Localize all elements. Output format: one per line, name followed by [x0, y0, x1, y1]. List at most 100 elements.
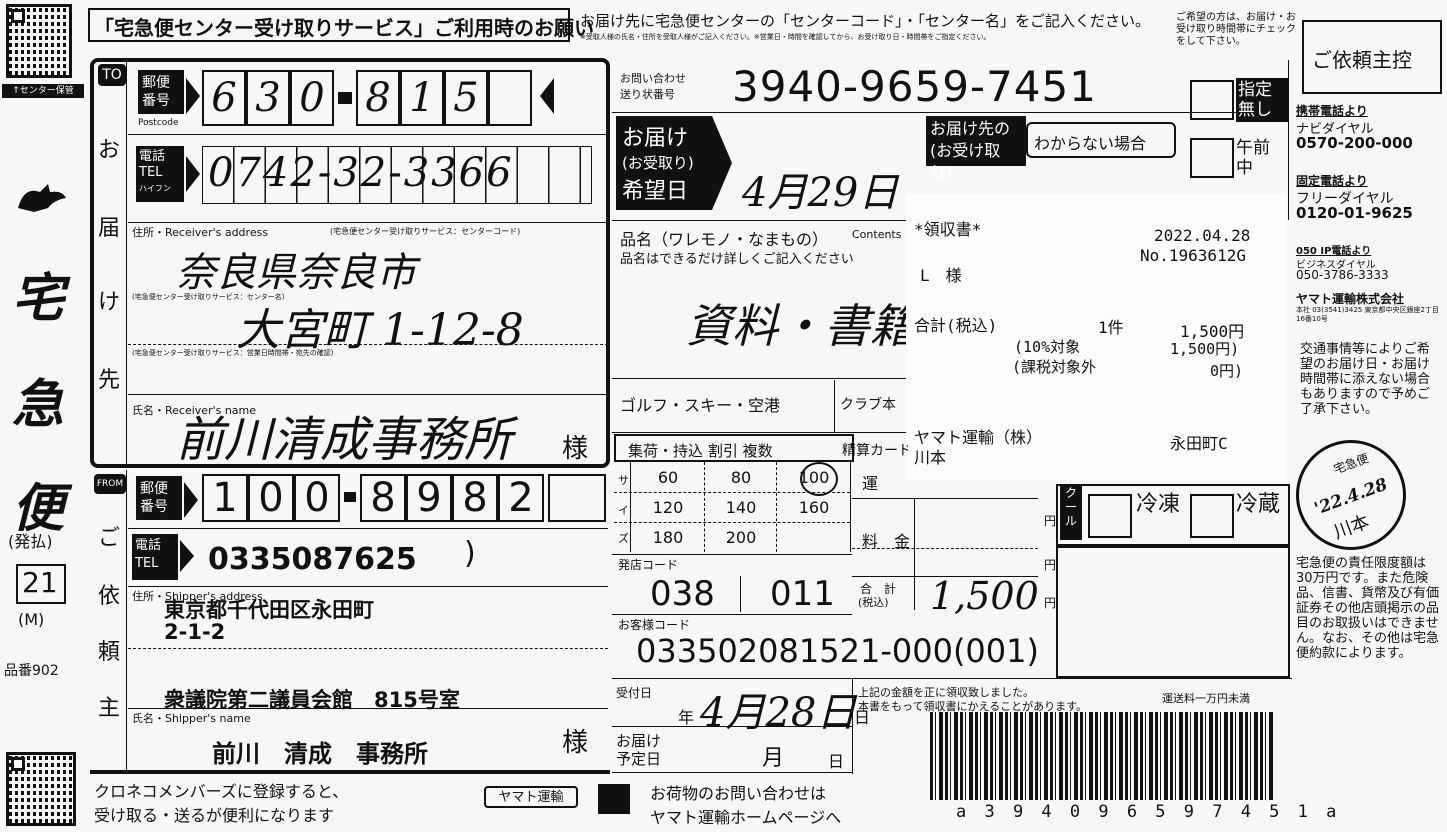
delivery-date-arrow-icon [712, 116, 732, 210]
client-copy-label: ご依頼主控 [1312, 48, 1412, 72]
size-table-header [614, 434, 854, 462]
size-row-label-2: イ [618, 504, 629, 517]
shipper-side-char-3: 頼 [98, 640, 121, 665]
brand-char-3: 便 [12, 479, 65, 539]
recipient-row-divider-3 [128, 344, 608, 345]
acceptance-label: 受付日 [616, 686, 653, 700]
recipient-tel-number: 0742-32-3366 [208, 150, 514, 196]
shipper-postcode-digit-6: 8 [452, 474, 498, 522]
morning-checkbox[interactable] [1190, 138, 1234, 178]
recipient-postcode-digit-3: 0 [290, 70, 334, 126]
shipper-name: 前川 清成 事務所 [212, 740, 428, 768]
fee-yen-1: 円 [1044, 514, 1057, 528]
shipper-row-divider-4 [128, 708, 608, 709]
acceptance-day: 日 [854, 708, 871, 727]
receipt-total-label: 合計(税込) [914, 316, 998, 335]
fixed-label: 固定電話より [1296, 174, 1368, 188]
inquiry-note-1: お荷物のお問い合わせは [650, 784, 827, 803]
number-box [16, 564, 66, 604]
recipient-postcode-arrow-icon [186, 78, 200, 114]
barcode-text: a 3 9 4 0 9 6 5 9 7 4 5 1 a [956, 802, 1341, 822]
receipt-branch: 永田町C [1170, 434, 1228, 453]
delivery-date-handwritten: 4月29日 [742, 170, 899, 216]
recipient-row-divider-4 [128, 394, 608, 395]
shipper-postcode-label: 郵便番号 [136, 476, 182, 520]
cat-logo-icon [14, 178, 70, 218]
recipient-postcode-dash [338, 92, 352, 104]
contents-label-en: Contents [852, 228, 902, 241]
chilled-checkbox[interactable] [1190, 494, 1234, 538]
receipt-title: *領収書* [914, 220, 982, 239]
shipper-address-line1: 東京都千代田区永田町 [164, 598, 374, 622]
fee-label: 料 金 [862, 532, 911, 551]
no-time-checkbox[interactable] [1190, 80, 1234, 120]
receipt-note-2: 本書をもって領収書にかえることがあります。 [858, 700, 1088, 713]
total-handwritten: 1,500 [930, 574, 1039, 618]
sports-bottom-divider [612, 432, 912, 433]
shipper-row-divider-2 [128, 586, 608, 587]
shipper-postcode-end-icon [548, 474, 606, 522]
recipient-side-char-1: お [98, 138, 121, 163]
recipient-address-hint: (宅急便センター受け取りサービス：センターコード) [330, 227, 521, 236]
due-month: 月 [762, 746, 785, 771]
fee-yen-2: 円 [1044, 558, 1057, 572]
header-title-box [88, 8, 570, 42]
shipper-tel-close-paren: ) [464, 536, 476, 571]
contents-divider [612, 378, 912, 379]
shipper-address-label: 住所・Shipper's address [132, 590, 263, 603]
shipper-postcode-digit-1: 1 [202, 474, 248, 522]
club-label: クラブ本 [840, 397, 896, 413]
frozen-checkbox[interactable] [1088, 494, 1132, 538]
yamato-tag: ヤマト運輸 [484, 786, 578, 808]
size-table-header-text: 集荷・持込 割引 複数 [628, 442, 773, 460]
unknown-delivery-box [1026, 122, 1176, 158]
recipient-address-sub-hint: (宅急便センター受け取りサービス：センター名) [132, 293, 285, 301]
qr-small-icon [598, 784, 630, 814]
shipper-bottom-border [90, 770, 610, 774]
acceptance-year: 年 [678, 708, 695, 727]
due-label-2: 予定日 [616, 750, 662, 768]
fee-divider [914, 498, 915, 610]
brand-char-1: 宅 [12, 269, 65, 329]
ip-label: 050 IP電話より [1296, 246, 1372, 257]
size-100-circle-mark [800, 462, 838, 496]
size-table-row-div-1 [614, 492, 850, 493]
size-table-divider-2 [776, 462, 777, 552]
shipper-postcode-digit-4: 8 [360, 474, 406, 522]
store-code-2: 011 [770, 574, 835, 614]
recipient-postcode-digit-2: 3 [246, 70, 290, 126]
size-row-label-3: ズ [618, 532, 629, 545]
size-table-bottom [612, 554, 852, 555]
number-value: 21 [22, 566, 58, 599]
size-cell-140: 140 [725, 498, 757, 517]
recipient-name-label: 氏名・Receiver's name [132, 404, 257, 417]
size-cell-200: 200 [725, 528, 757, 547]
shipper-tel-arrow-icon [180, 540, 194, 572]
qr-code-bottom-left [6, 752, 76, 826]
recipient-row-divider-1 [128, 134, 608, 135]
due-bottom-border [612, 772, 852, 773]
tracking-label-1: お問い合わせ [620, 72, 686, 85]
size-table-divider-1 [704, 462, 705, 552]
client-copy-box [1302, 20, 1442, 94]
chilled-label: 冷蔵 [1236, 492, 1281, 517]
recipient-postcode-digit-1: 6 [202, 70, 246, 126]
receipt-date: 2022.04.28 [1154, 226, 1251, 245]
right-address-small: 本社 03(3541)3425 東京都中央区銀座2丁目16番10号 [1296, 306, 1439, 323]
shipper-side-divider [126, 470, 127, 770]
tracking-number: 3940-9659-7451 [732, 62, 1097, 111]
recipient-postcode-digit-4: 8 [356, 70, 400, 126]
acceptance-right-border [852, 678, 853, 774]
ship-label: 運 [862, 474, 879, 493]
center-storage-tag: ↑センター保管 [2, 84, 84, 98]
recipient-address-line2: 大宮町 1-12-8 [236, 305, 524, 356]
header-right-note: ご希望の方は、お届け・お受け取り時間帯にチェックをして下さい。 [1176, 12, 1296, 47]
header-instruction: お届け先に宅急便センターの「センターコード」・「センター名」をご記入ください。 [580, 12, 1151, 30]
shipper-postcode-digit-5: 9 [406, 474, 452, 522]
receipt-total-amount: 1,500円 [1180, 322, 1245, 341]
shipper-postcode-digit-7: 2 [498, 474, 544, 522]
receipt-number: No.1963612G [1140, 246, 1246, 265]
delivery-date-label: お届け (お受取り) 希望日 [616, 116, 712, 210]
